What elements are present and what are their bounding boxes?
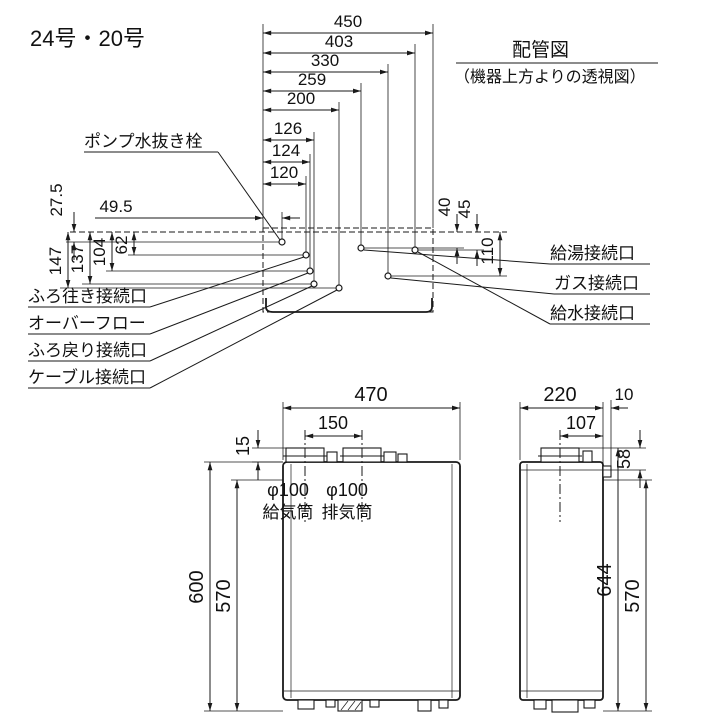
port-cold-water xyxy=(411,246,419,254)
dim-40: 40 xyxy=(435,198,454,217)
dim-10: 10 xyxy=(615,385,634,404)
front-view-dimensions: 470 150 15 600 570 xyxy=(186,384,461,712)
port-pump-drain xyxy=(278,238,286,246)
cable-label: ケーブル接続口 xyxy=(28,367,146,387)
dim-27-5: 27.5 xyxy=(47,183,66,216)
top-view-horizontal-dimensions: 450 403 330 259 200 126 124 120 49.5 xyxy=(95,12,434,221)
model-label: 24号・20号 xyxy=(30,26,145,51)
dim-150: 150 xyxy=(318,413,348,433)
dim-644: 644 xyxy=(594,563,616,596)
pump-drain-label: ポンプ水抜き栓 xyxy=(84,132,203,151)
hot-water-label: 給湯接続口 xyxy=(550,244,635,263)
dim-259: 259 xyxy=(298,70,326,89)
dim-137: 137 xyxy=(68,245,87,273)
dim-403: 403 xyxy=(325,32,353,51)
dim-120: 120 xyxy=(270,163,298,182)
dim-147: 147 xyxy=(46,247,65,275)
dim-470: 470 xyxy=(354,384,387,406)
top-view-extension-lines xyxy=(60,24,507,289)
side-view-outline xyxy=(519,430,612,713)
dim-126: 126 xyxy=(274,119,302,138)
port-bath-out xyxy=(302,251,310,259)
side-view-dimensions: 220 10 107 58 644 570 xyxy=(519,384,652,712)
front-view-outline xyxy=(282,430,461,712)
dim-15: 15 xyxy=(233,436,253,456)
bath-return-label: ふろ戻り接続口 xyxy=(28,341,147,360)
dim-104: 104 xyxy=(90,238,109,266)
intake-pipe-label: 給気筒 xyxy=(263,503,314,522)
dim-45: 45 xyxy=(455,200,474,219)
dim-110: 110 xyxy=(478,237,497,264)
overflow-label: オーバーフロー xyxy=(28,314,146,333)
dim-570-side: 570 xyxy=(622,579,644,612)
piping-subtitle: （機器上方よりの透視図） xyxy=(454,68,646,86)
gas-label: ガス接続口 xyxy=(554,274,639,293)
top-view-port-labels: ポンプ水抜き栓 ふろ往き接続口 オーバーフロー ふろ戻り接続口 ケーブル接続口 … xyxy=(28,132,650,389)
wall-bracket xyxy=(602,465,612,478)
dim-570-front: 570 xyxy=(213,579,235,612)
dim-450: 450 xyxy=(334,12,362,31)
top-view-unit-outline xyxy=(70,227,507,313)
dim-62: 62 xyxy=(112,236,131,255)
bath-out-label: ふろ往き接続口 xyxy=(28,287,147,306)
exhaust-diameter-label: φ100 xyxy=(326,480,368,500)
cold-water-label: 給水接続口 xyxy=(550,304,635,323)
piping-title: 配管図 xyxy=(512,39,569,61)
side-bottom-fittings xyxy=(533,699,596,713)
exhaust-pipe-label: 排気筒 xyxy=(322,503,373,522)
top-view-vertical-dimensions: 147 137 104 62 27.5 40 45 110 xyxy=(46,183,503,289)
dim-49-5: 49.5 xyxy=(99,197,132,216)
port-cable xyxy=(335,284,343,292)
dim-330: 330 xyxy=(311,51,339,70)
front-view-pipe-labels: φ100 給気筒 φ100 排気筒 xyxy=(263,480,373,522)
port-hot-water xyxy=(357,244,365,252)
dim-200: 200 xyxy=(287,89,315,108)
front-bottom-fittings xyxy=(297,699,449,712)
port-gas xyxy=(384,272,392,280)
dim-124: 124 xyxy=(272,141,300,160)
port-bath-return xyxy=(310,280,318,288)
intake-diameter-label: φ100 xyxy=(267,480,309,500)
port-overflow xyxy=(306,267,314,275)
dim-107: 107 xyxy=(566,413,596,433)
dim-220: 220 xyxy=(543,384,576,406)
top-view-connection-ports xyxy=(278,238,419,292)
dim-58: 58 xyxy=(614,449,634,469)
dim-600: 600 xyxy=(186,570,208,603)
piping-diagram-title-block: 配管図 （機器上方よりの透視図） xyxy=(454,39,658,86)
